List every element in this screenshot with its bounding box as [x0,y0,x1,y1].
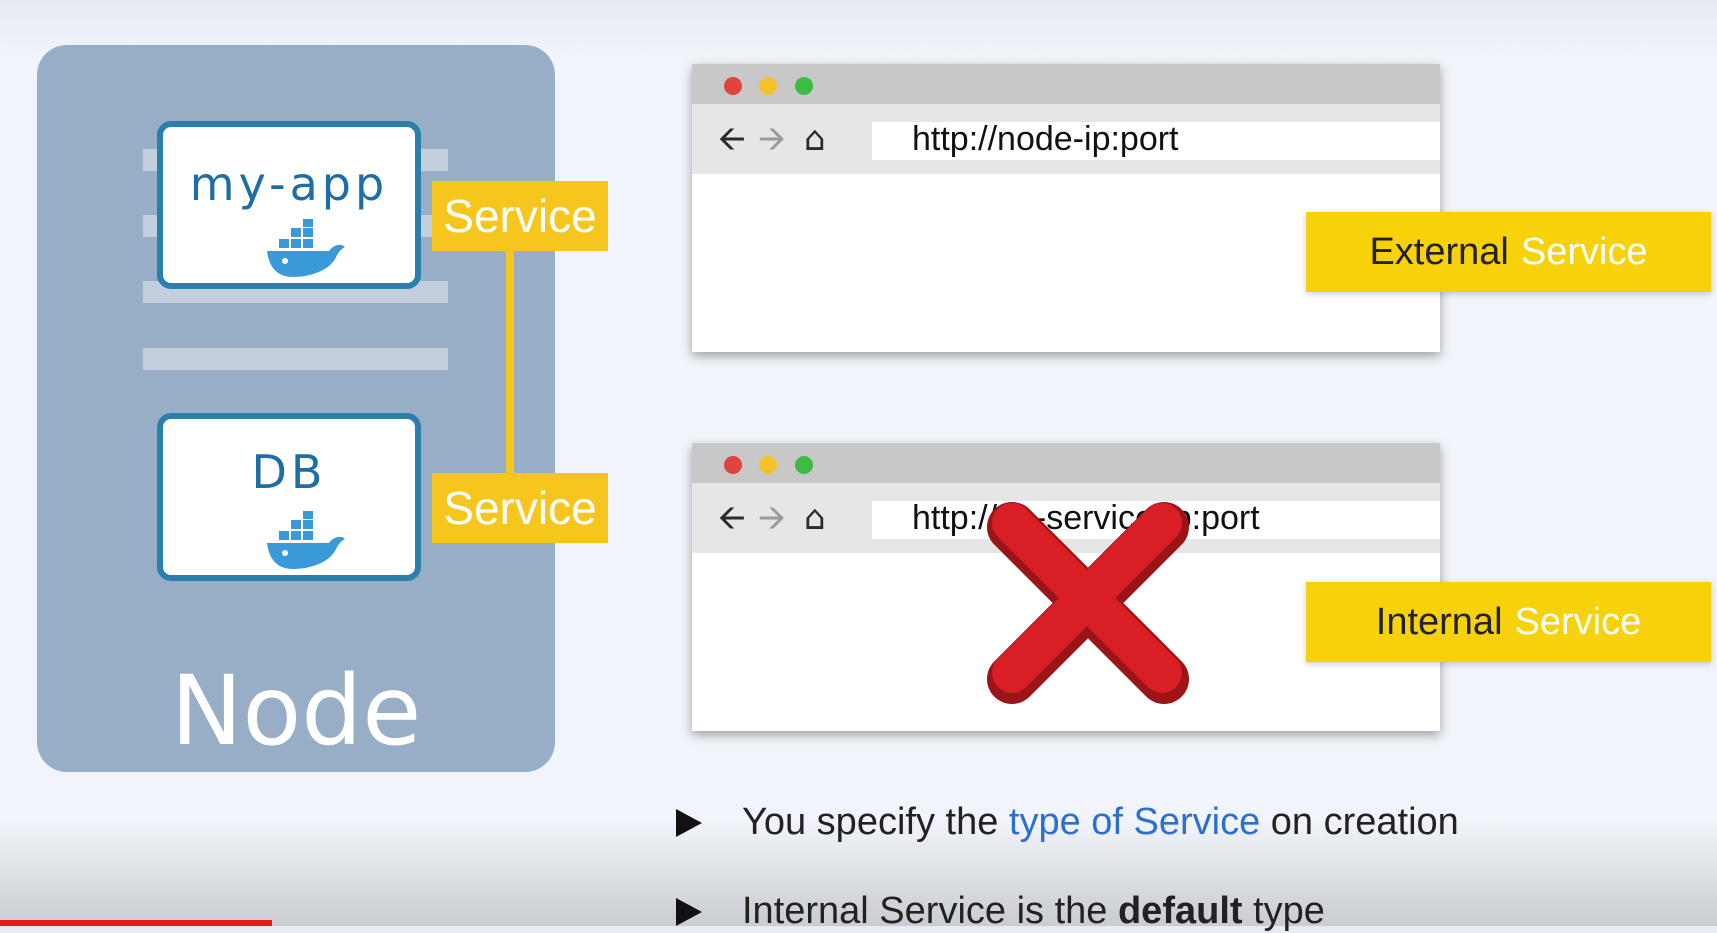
minimize-dot-icon[interactable] [759,77,777,95]
forward-arrow-icon[interactable]: 🡪 [758,119,786,159]
browser-window-internal: 🡨 🡪 ⌂ http://db-service-ip:port [692,443,1440,731]
pod-title: DB [251,445,327,499]
url-text: http://db-service-ip:port [912,499,1260,537]
service-tag-db: Service [432,473,608,543]
bullet-text-part: You specify the [742,801,1009,843]
home-icon[interactable]: ⌂ [804,498,826,538]
bullet-text: Internal Service is the default type [742,890,1325,933]
pod-db: DB [157,413,421,581]
bullet-highlight: type of Service [1008,801,1261,843]
bullet-text: You specify the type of Service on creat… [742,801,1459,844]
badge-word: Internal [1375,600,1503,643]
badge-service: Service [1520,230,1648,273]
external-service-badge: External Service [1306,212,1711,292]
back-arrow-icon[interactable]: 🡨 [718,498,746,538]
close-dot-icon[interactable] [724,456,742,474]
internal-service-badge: Internal Service [1306,582,1711,662]
browser-title-bar [692,64,1440,104]
browser-address-bar: 🡨 🡪 ⌂ http://db-service-ip:port [692,483,1440,553]
bullet-bold: default [1117,890,1243,932]
node-stripe [143,348,448,370]
pod-my-app: my-app [157,121,421,289]
node-label: Node [170,655,422,767]
video-progress-bar[interactable] [0,920,272,926]
bullet-text-part: type [1242,890,1325,932]
forward-arrow-icon[interactable]: 🡪 [758,498,786,538]
docker-whale-icon [267,511,345,569]
triangle-bullet-icon [676,809,702,837]
home-icon[interactable]: ⌂ [804,119,826,159]
browser-address-bar: 🡨 🡪 ⌂ http://node-ip:port [692,104,1440,174]
triangle-bullet-icon [676,898,702,926]
bullet-text-part: Internal Service is the [742,890,1118,932]
browser-title-bar [692,443,1440,483]
service-tag-my-app: Service [432,181,608,251]
back-arrow-icon[interactable]: 🡨 [718,119,746,159]
node-panel: my-app DB Service Service Node [37,45,608,772]
docker-whale-icon [267,219,345,277]
maximize-dot-icon[interactable] [795,77,813,95]
minimize-dot-icon[interactable] [759,456,777,474]
red-x-icon [987,502,1189,704]
badge-service: Service [1514,600,1642,643]
close-dot-icon[interactable] [724,77,742,95]
browser-window-external: 🡨 🡪 ⌂ http://node-ip:port [692,64,1440,352]
pod-title: my-app [189,157,389,211]
url-text: http://node-ip:port [912,120,1179,158]
url-input[interactable]: http://node-ip:port [872,120,1440,160]
service-connector-line [506,250,514,490]
badge-word: External [1369,230,1509,273]
bullet-text-part: on creation [1260,801,1459,843]
maximize-dot-icon[interactable] [795,456,813,474]
